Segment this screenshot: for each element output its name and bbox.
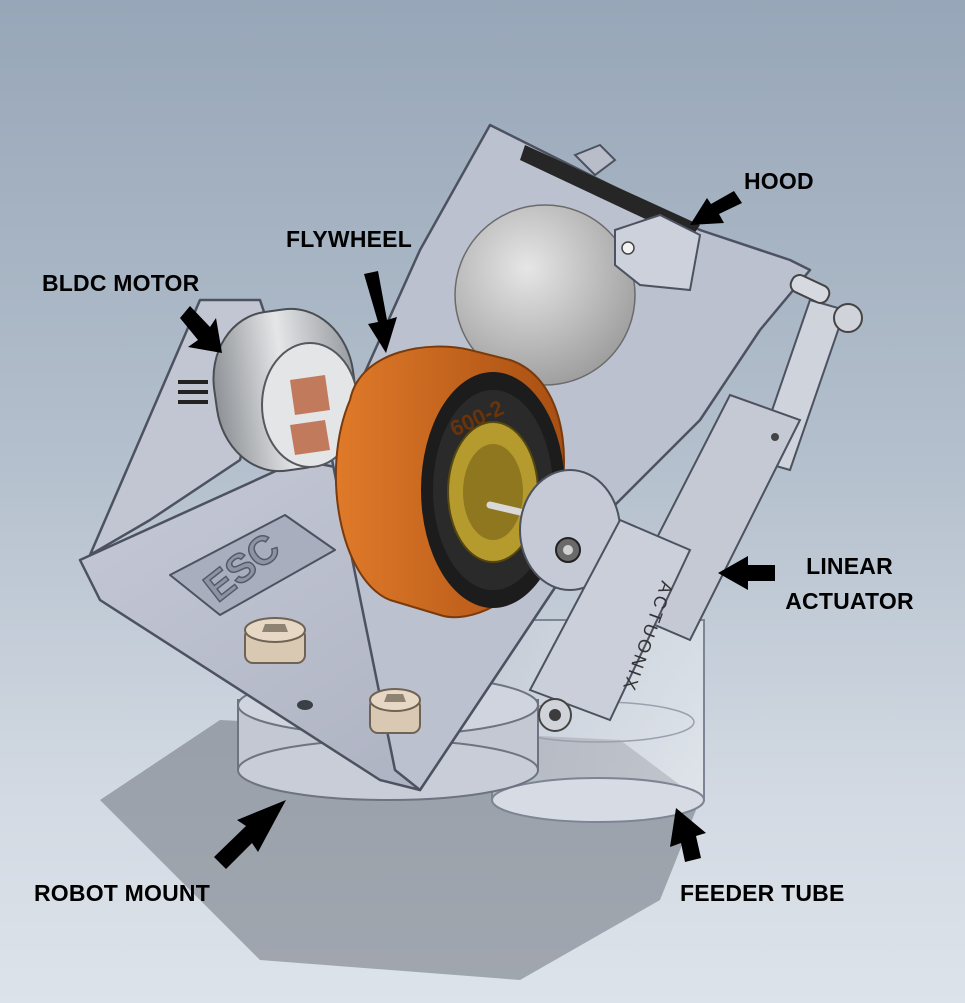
label-bldc-motor: BLDC MOTOR [42,270,200,296]
label-feeder-tube: FEEDER TUBE [680,880,845,906]
ball [454,204,636,386]
callout-arrows [180,191,775,869]
hood-top-tab [573,143,617,177]
arrow-robot-mount-icon [214,800,286,869]
arrow-feeder-tube-icon [670,808,706,862]
linear-actuator-part [528,274,863,732]
flywheel-part [334,345,565,619]
arrow-hood-icon [690,191,742,225]
hood-bracket [614,213,702,292]
label-robot-mount: ROBOT MOUNT [34,880,210,906]
label-linear-actuator-line2: ACTUATOR [785,587,914,614]
base-screws [244,617,421,734]
label-linear-actuator-line1: LINEAR [806,553,893,579]
arrow-flywheel-icon [364,271,397,353]
label-hood: HOOD [744,168,814,194]
label-flywheel: FLYWHEEL [286,226,412,252]
arrow-linear-actuator-icon [718,556,775,590]
arrow-bldc-motor-icon [180,306,222,353]
label-linear-actuator: LINEAR ACTUATOR [782,549,917,618]
esc-part [169,514,336,616]
bldc-motor-part [178,307,359,473]
